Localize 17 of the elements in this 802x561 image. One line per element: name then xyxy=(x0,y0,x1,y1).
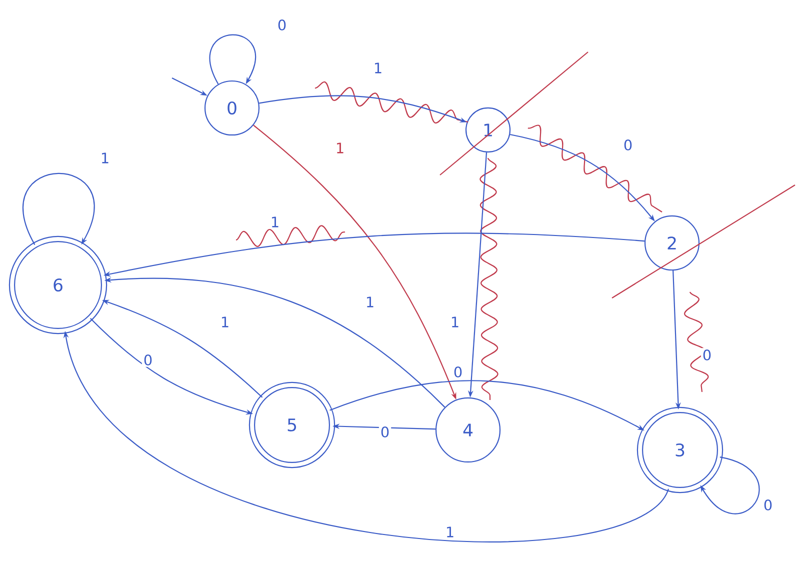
edge-label: 1 xyxy=(334,141,346,155)
edge-label: 0 xyxy=(762,498,774,512)
edge-label: 1 xyxy=(364,295,376,309)
edge-label: 0 xyxy=(452,365,464,379)
edge-label: 1 xyxy=(98,151,112,165)
edge-label: 1 xyxy=(372,61,384,75)
edge-label: 0 xyxy=(700,348,714,362)
edge-label: 1 xyxy=(444,525,456,539)
edge-label: 0 xyxy=(142,353,154,367)
edge-label: 0 xyxy=(378,425,392,439)
arrow xyxy=(22,172,95,245)
edge-label: 1 xyxy=(268,215,282,229)
edge-label: 0 xyxy=(276,18,288,32)
arrow xyxy=(209,34,256,84)
edge-label: 1 xyxy=(218,315,232,329)
edge-label: 0 xyxy=(622,138,634,152)
edge-label: 1 xyxy=(448,315,462,329)
